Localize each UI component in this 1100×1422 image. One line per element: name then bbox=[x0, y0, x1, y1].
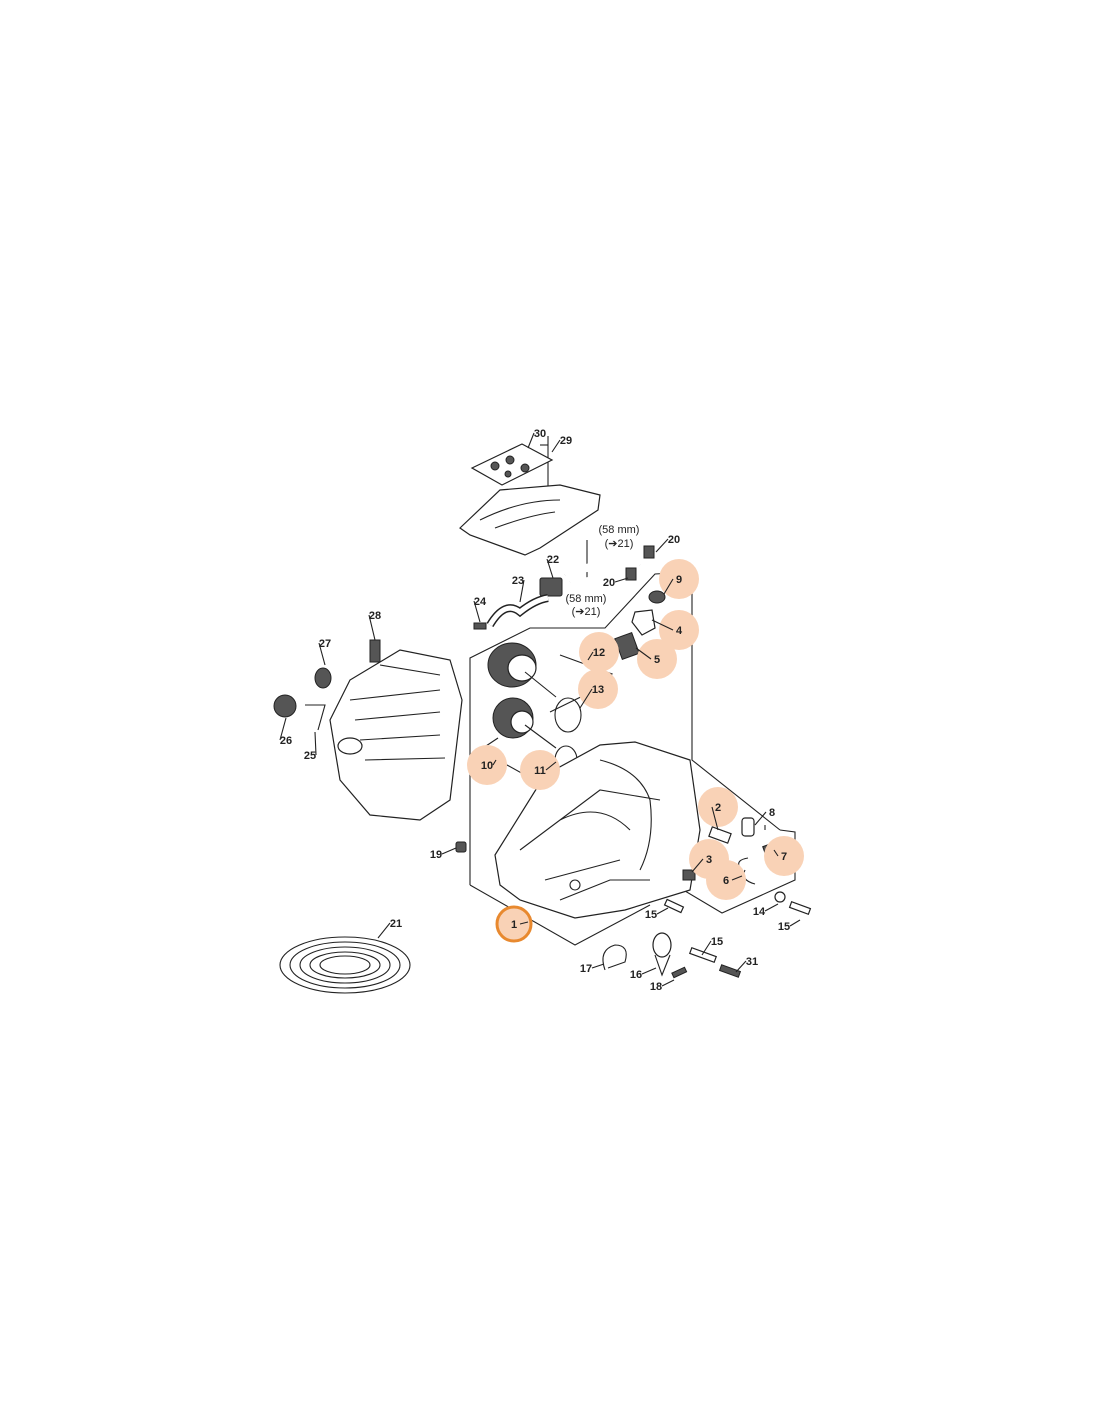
callout-label-25[interactable]: 25 bbox=[304, 750, 316, 762]
highlight-circle-5 bbox=[637, 639, 677, 679]
highlight-circle-13 bbox=[578, 669, 618, 709]
leader-line bbox=[314, 731, 317, 756]
highlight-circle-6 bbox=[706, 860, 746, 900]
callout-label-18[interactable]: 18 bbox=[650, 981, 662, 993]
callout-label-21[interactable]: 21 bbox=[390, 918, 402, 930]
fuel-hose-parts bbox=[473, 545, 655, 630]
part-30-sticker bbox=[470, 443, 554, 486]
leader-line bbox=[551, 439, 561, 453]
leader-line bbox=[377, 922, 391, 939]
callout-label-13[interactable]: 13 bbox=[592, 684, 604, 696]
selected-part-ring[interactable] bbox=[495, 905, 533, 943]
hose-length-note: (➔21) bbox=[605, 538, 634, 550]
highlight-circle-12 bbox=[579, 632, 619, 672]
leader-line bbox=[661, 979, 675, 987]
highlight-circle-11 bbox=[520, 750, 560, 790]
callout-label-17[interactable]: 17 bbox=[580, 963, 592, 975]
callout-label-9[interactable]: 9 bbox=[676, 574, 682, 586]
callout-label-7[interactable]: 7 bbox=[781, 851, 787, 863]
callout-label-20[interactable]: 20 bbox=[603, 577, 615, 589]
leader-line bbox=[656, 907, 669, 915]
leader-line bbox=[587, 651, 594, 661]
leader-line bbox=[473, 600, 481, 623]
highlight-circle-2 bbox=[698, 787, 738, 827]
callout-label-5[interactable]: 5 bbox=[654, 654, 660, 666]
callout-label-22[interactable]: 22 bbox=[547, 554, 559, 566]
highlight-circle-7 bbox=[764, 836, 804, 876]
callout-label-12[interactable]: 12 bbox=[593, 647, 605, 659]
leader-line bbox=[701, 940, 712, 956]
callout-label-27[interactable]: 27 bbox=[319, 638, 331, 650]
leader-lines bbox=[279, 432, 801, 987]
callout-label-14[interactable]: 14 bbox=[753, 906, 766, 918]
callout-label-16[interactable]: 16 bbox=[630, 969, 642, 981]
callout-label-28[interactable]: 28 bbox=[369, 610, 381, 622]
leader-line bbox=[591, 963, 605, 969]
part-21-coil bbox=[279, 936, 411, 994]
callout-label-11[interactable]: 11 bbox=[534, 765, 546, 777]
hose-length-note: (58 mm) bbox=[599, 524, 640, 536]
leader-line bbox=[279, 717, 287, 741]
callout-label-15[interactable]: 15 bbox=[645, 909, 657, 921]
callout-label-26[interactable]: 26 bbox=[280, 735, 292, 747]
leader-line bbox=[546, 558, 554, 579]
leader-line bbox=[492, 759, 497, 766]
leader-line bbox=[641, 967, 657, 975]
leader-line bbox=[635, 647, 652, 660]
highlight-circle-4 bbox=[659, 610, 699, 650]
leader-line bbox=[754, 811, 767, 826]
engine-assembly bbox=[273, 639, 463, 821]
callout-label-2[interactable]: 2 bbox=[715, 802, 721, 814]
leader-line bbox=[773, 849, 779, 857]
hose-length-note: (➔21) bbox=[572, 606, 601, 618]
leader-line bbox=[527, 432, 535, 449]
highlight-circle-10 bbox=[467, 745, 507, 785]
leader-line bbox=[731, 875, 743, 881]
leader-line bbox=[655, 538, 669, 553]
callout-label-29[interactable]: 29 bbox=[560, 435, 572, 447]
callout-label-3[interactable]: 3 bbox=[706, 854, 712, 866]
highlight-circle-9 bbox=[659, 559, 699, 599]
callout-label-8[interactable]: 8 bbox=[769, 807, 775, 819]
leader-line bbox=[735, 960, 747, 973]
leader-line bbox=[651, 619, 674, 631]
leader-line bbox=[545, 761, 557, 771]
leader-line bbox=[789, 919, 801, 927]
small-parts-9-4-5 bbox=[614, 590, 666, 661]
leader-line bbox=[711, 806, 719, 831]
callout-label-19[interactable]: 19 bbox=[430, 849, 442, 861]
callout-label-15[interactable]: 15 bbox=[778, 921, 790, 933]
leader-line bbox=[764, 903, 779, 912]
leader-line bbox=[318, 642, 326, 666]
callout-label-30[interactable]: 30 bbox=[534, 428, 546, 440]
leader-line bbox=[579, 688, 593, 709]
small-parts-right bbox=[455, 817, 812, 979]
highlight-markers bbox=[467, 559, 804, 943]
leader-line bbox=[519, 921, 529, 925]
callout-label-6[interactable]: 6 bbox=[723, 875, 729, 887]
pump-parts-12-10 bbox=[487, 642, 582, 775]
callout-label-24[interactable]: 24 bbox=[474, 596, 487, 608]
hose-length-note: (58 mm) bbox=[566, 593, 607, 605]
callout-label-15[interactable]: 15 bbox=[711, 936, 723, 948]
callout-label-4[interactable]: 4 bbox=[676, 625, 683, 637]
leader-line bbox=[441, 847, 457, 855]
callout-label-23[interactable]: 23 bbox=[512, 575, 524, 587]
leader-line bbox=[691, 858, 704, 873]
callout-label-10[interactable]: 10 bbox=[481, 760, 493, 772]
callout-label-20[interactable]: 20 bbox=[668, 534, 680, 546]
leader-line bbox=[663, 578, 674, 595]
part-29-cover bbox=[459, 484, 601, 556]
leader-line bbox=[519, 579, 525, 603]
callout-label-31[interactable]: 31 bbox=[746, 956, 758, 968]
callout-label-1[interactable]: 1 bbox=[511, 919, 517, 931]
leader-line bbox=[614, 577, 629, 583]
leader-line bbox=[368, 614, 376, 641]
